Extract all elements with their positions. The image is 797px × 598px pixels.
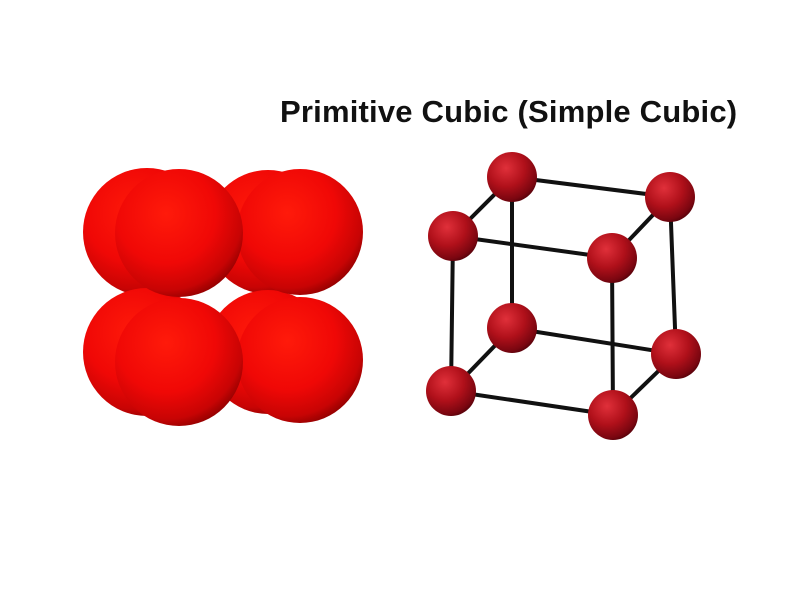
- lattice-bonds: [449, 175, 678, 417]
- lattice-atom-back-top-left: [487, 152, 537, 202]
- lattice-atom-back-bottom-right: [651, 329, 701, 379]
- space-filling-atom-bottom-front-right: [237, 297, 363, 423]
- bond-back-bottom: [510, 326, 678, 356]
- lattice-atom-front-top-left: [428, 211, 478, 261]
- space-filling-atom-top-front-right: [237, 169, 363, 295]
- space-filling-atom-bottom-front-left: [115, 298, 243, 426]
- bond-back-top: [510, 175, 672, 199]
- bond-front-right: [610, 256, 615, 417]
- ball-and-stick-model: [426, 152, 701, 440]
- space-filling-atom-top-front-left: [115, 169, 243, 297]
- lattice-atom-front-bottom-right: [588, 390, 638, 440]
- lattice-atom-back-bottom-left: [487, 303, 537, 353]
- lattice-atom-front-bottom-left: [426, 366, 476, 416]
- diagram-title: Primitive Cubic (Simple Cubic): [280, 94, 738, 129]
- space-filling-model: [83, 168, 363, 426]
- bond-back-right: [668, 195, 678, 356]
- lattice-atoms: [426, 152, 701, 440]
- bond-front-bottom: [449, 389, 615, 417]
- bond-front-left: [449, 234, 455, 393]
- lattice-atom-front-top-right: [587, 233, 637, 283]
- bond-front-top: [451, 234, 614, 260]
- lattice-atom-back-top-right: [645, 172, 695, 222]
